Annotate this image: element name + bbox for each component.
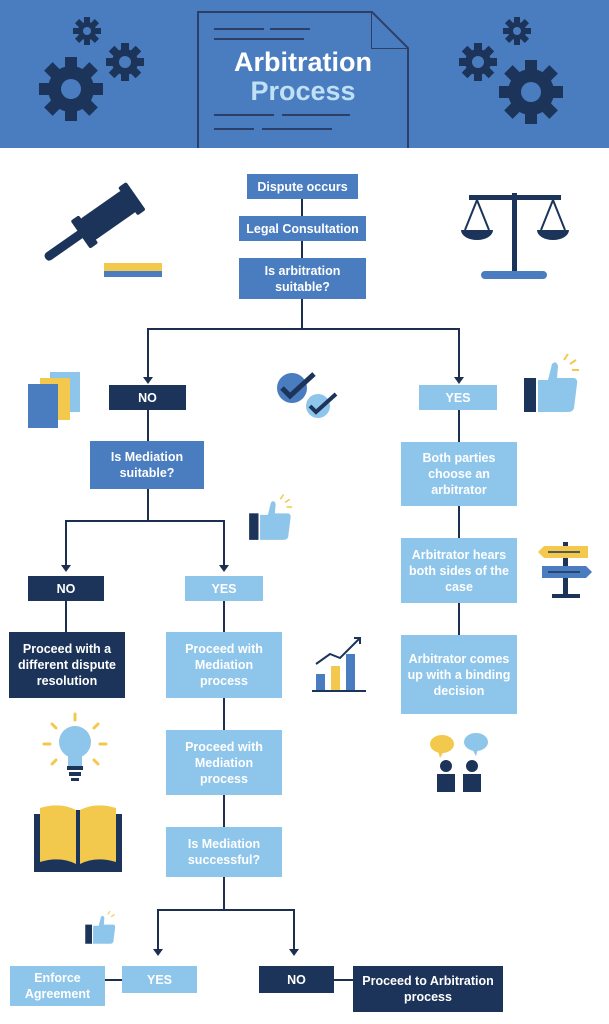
page-title-line1: Arbitration [234, 47, 372, 77]
arrow-head [153, 949, 163, 956]
document-icon [197, 11, 409, 148]
gear-icon [503, 17, 531, 45]
arrow-head [219, 565, 229, 572]
gear-icon [106, 43, 144, 81]
arrow-head [289, 949, 299, 956]
arrow-head [61, 565, 71, 572]
doc-line [214, 114, 274, 116]
connector [458, 506, 460, 538]
signpost-icon [538, 542, 592, 598]
node-mediation-process-2: Proceed with Mediation process [166, 730, 282, 795]
connector [147, 489, 149, 521]
thumbs-up-icon [85, 910, 116, 944]
connector [458, 328, 460, 378]
doc-line [214, 38, 304, 40]
node-binding-decision: Arbitrator comes up with a binding decis… [401, 635, 517, 714]
connector [223, 877, 225, 910]
connector [329, 979, 353, 981]
node-no-2: NO [28, 576, 104, 601]
files-icon [28, 372, 80, 428]
gavel-icon [44, 182, 162, 277]
chat-people-icon [430, 733, 488, 792]
thumbs-up-icon [524, 353, 579, 412]
node-different-resolution: Proceed with a different dispute resolut… [9, 632, 125, 698]
node-arbitration-suitable: Is arbitration suitable? [239, 258, 366, 299]
doc-line [282, 114, 350, 116]
connector [301, 199, 303, 216]
node-yes-1: YES [419, 385, 497, 410]
connector [223, 795, 225, 827]
connector [223, 520, 225, 566]
gear-icon [73, 17, 101, 45]
book-icon [34, 805, 122, 872]
connector [223, 601, 225, 632]
node-dispute: Dispute occurs [247, 174, 358, 199]
node-proceed-arbitration: Proceed to Arbitration process [353, 966, 503, 1012]
connector [65, 520, 225, 522]
doc-line [262, 128, 332, 130]
header-banner: Arbitration Process [0, 0, 609, 148]
connector [65, 601, 67, 632]
page-title-line2: Process [250, 76, 356, 106]
doc-line [270, 28, 310, 30]
connector [458, 410, 460, 442]
connector [65, 520, 67, 566]
connector [157, 909, 159, 950]
gear-icon [39, 57, 103, 121]
connector [95, 979, 123, 981]
node-hears-both-sides: Arbitrator hears both sides of the case [401, 538, 517, 603]
node-enforce-agreement: Enforce Agreement [10, 966, 105, 1006]
node-yes-2: YES [185, 576, 263, 601]
doc-line [214, 28, 264, 30]
checkmark-icon [277, 372, 338, 418]
node-mediation-suitable: Is Mediation suitable? [90, 441, 204, 489]
node-legal-consultation: Legal Consultation [239, 216, 366, 241]
node-choose-arbitrator: Both parties choose an arbitrator [401, 442, 517, 506]
connector [147, 328, 149, 378]
scales-icon [461, 193, 569, 279]
connector [157, 909, 295, 911]
connector [458, 603, 460, 635]
node-no-3: NO [259, 966, 334, 993]
connector [147, 328, 460, 330]
lightbulb-icon [42, 712, 108, 781]
connector [223, 698, 225, 730]
connector [293, 909, 295, 950]
arrow-head [454, 377, 464, 384]
node-mediation-successful: Is Mediation successful? [166, 827, 282, 877]
connector [301, 241, 303, 258]
bar-chart-icon [312, 637, 366, 692]
node-yes-3: YES [122, 966, 197, 993]
arrow-head [143, 377, 153, 384]
connector [147, 410, 149, 441]
gear-icon [459, 43, 497, 81]
document-fold [371, 11, 409, 49]
node-mediation-process-1: Proceed with Mediation process [166, 632, 282, 698]
node-no-1: NO [109, 385, 186, 410]
connector [301, 299, 303, 329]
thumbs-up-icon [249, 494, 293, 540]
gear-icon [499, 60, 563, 124]
doc-line [214, 128, 254, 130]
